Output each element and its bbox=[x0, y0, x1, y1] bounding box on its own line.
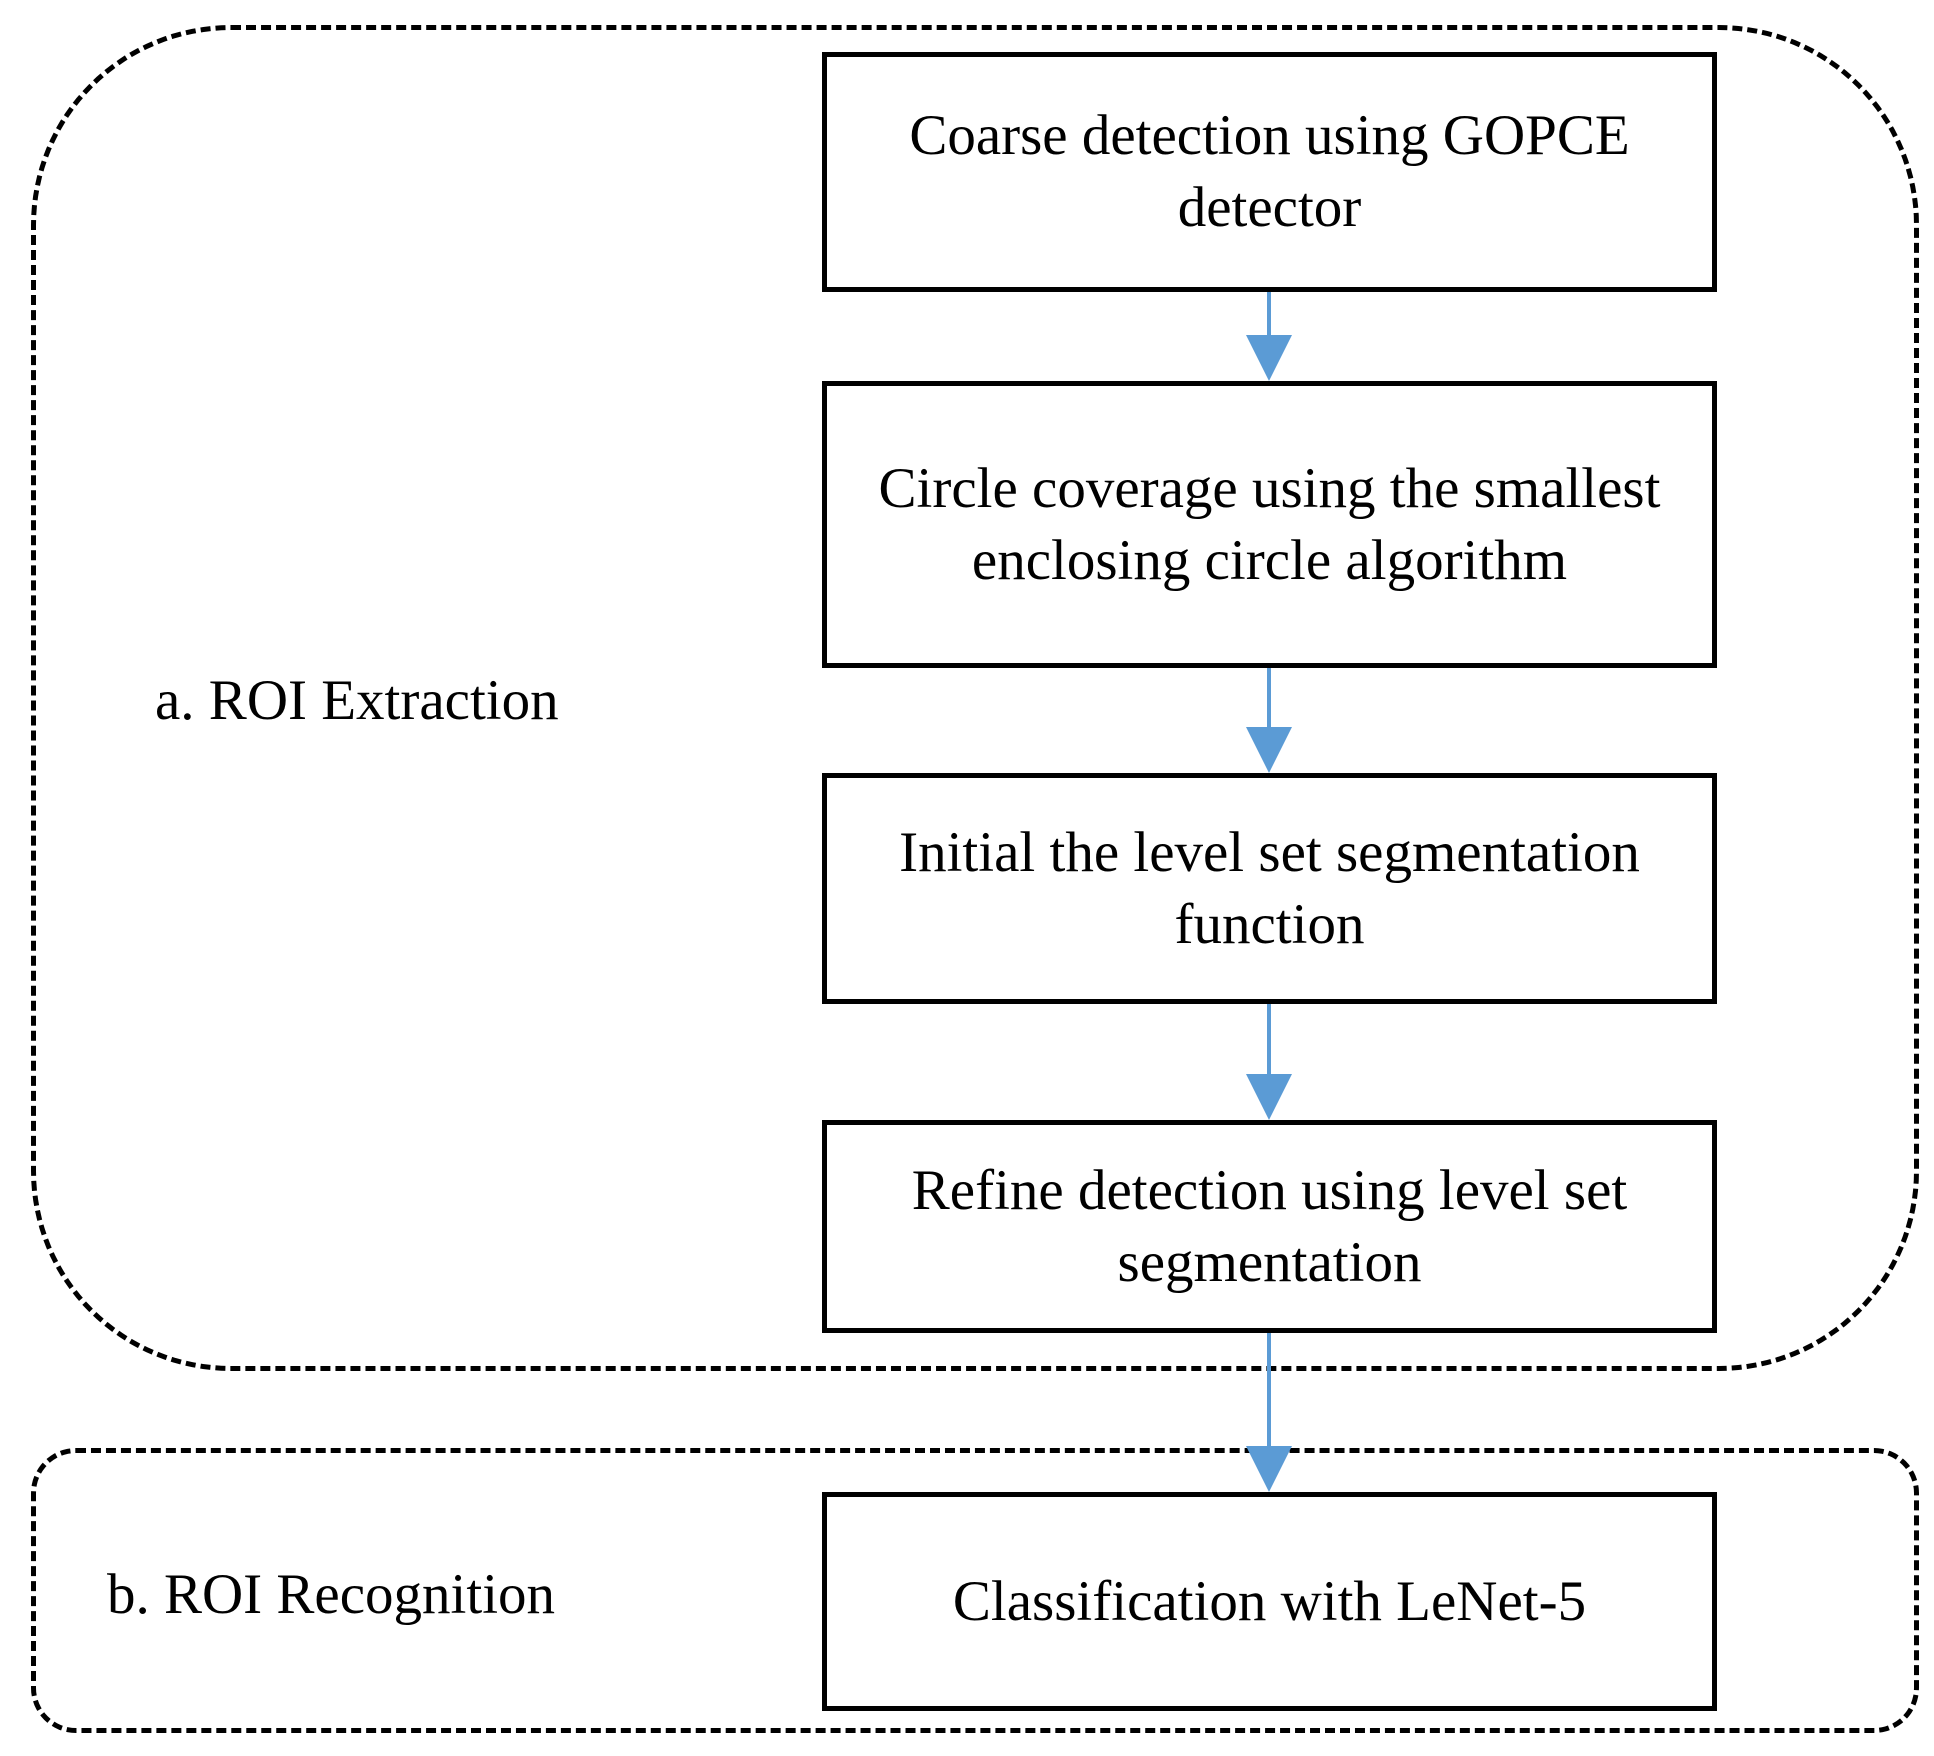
roi-extraction-group bbox=[31, 25, 1919, 1371]
step-label: Refine detection using level set segment… bbox=[911, 1158, 1628, 1294]
step-classification: Classification with LeNet-5 bbox=[822, 1492, 1717, 1711]
step-coarse-detection: Coarse detection using GOPCE detector bbox=[822, 52, 1717, 292]
step-initial-level-set: Initial the level set segmentation funct… bbox=[822, 773, 1717, 1004]
step-label: Initial the level set segmentation funct… bbox=[899, 820, 1640, 956]
step-refine-detection: Refine detection using level set segment… bbox=[822, 1120, 1717, 1333]
step-label: Circle coverage using the smallest enclo… bbox=[878, 456, 1661, 592]
roi-recognition-group bbox=[31, 1448, 1919, 1733]
step-label: Coarse detection using GOPCE detector bbox=[909, 104, 1630, 239]
roi-extraction-label: a. ROI Extraction bbox=[155, 669, 559, 732]
step-label: Classification with LeNet-5 bbox=[952, 1569, 1587, 1633]
step-circle-coverage: Circle coverage using the smallest enclo… bbox=[822, 381, 1717, 668]
roi-recognition-label: b. ROI Recognition bbox=[107, 1563, 556, 1626]
